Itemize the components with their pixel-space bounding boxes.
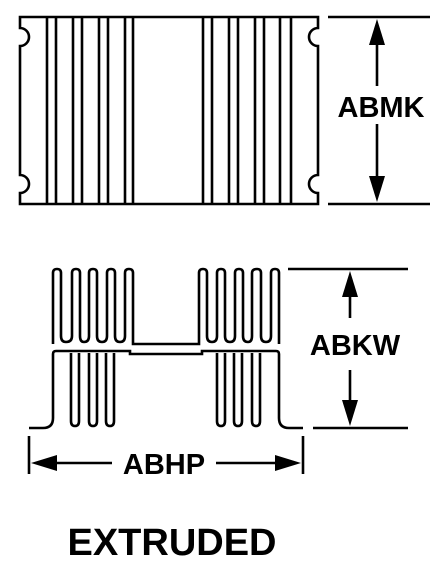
arrow-up-icon	[369, 19, 385, 45]
fin-groove	[69, 353, 81, 428]
arrow-up-icon	[342, 271, 358, 297]
length-dimension: ABHP	[27, 436, 305, 481]
arrow-down-icon	[369, 176, 385, 202]
arrow-left-icon	[31, 455, 57, 471]
upper-fins-profile	[51, 267, 281, 346]
drawing-caption: EXTRUDED	[67, 522, 276, 564]
fin-groove	[250, 353, 262, 428]
fin-groove	[215, 353, 227, 428]
fin-groove	[87, 353, 99, 428]
front-view	[29, 267, 303, 430]
lower-fin-grooves	[69, 353, 262, 428]
height-dimension-label: ABMK	[338, 92, 425, 124]
top-view-outline	[18, 15, 320, 206]
height-dimension: ABMK	[328, 15, 430, 206]
width-dimension: ABKW	[288, 267, 408, 430]
fin-groove	[232, 353, 244, 428]
arrow-down-icon	[342, 400, 358, 426]
lower-fins-profile	[29, 349, 303, 430]
arrow-right-icon	[275, 455, 301, 471]
width-dimension-label: ABKW	[310, 330, 401, 362]
fin-groove	[104, 353, 116, 428]
length-dimension-label: ABHP	[123, 449, 205, 481]
top-view	[18, 15, 320, 206]
